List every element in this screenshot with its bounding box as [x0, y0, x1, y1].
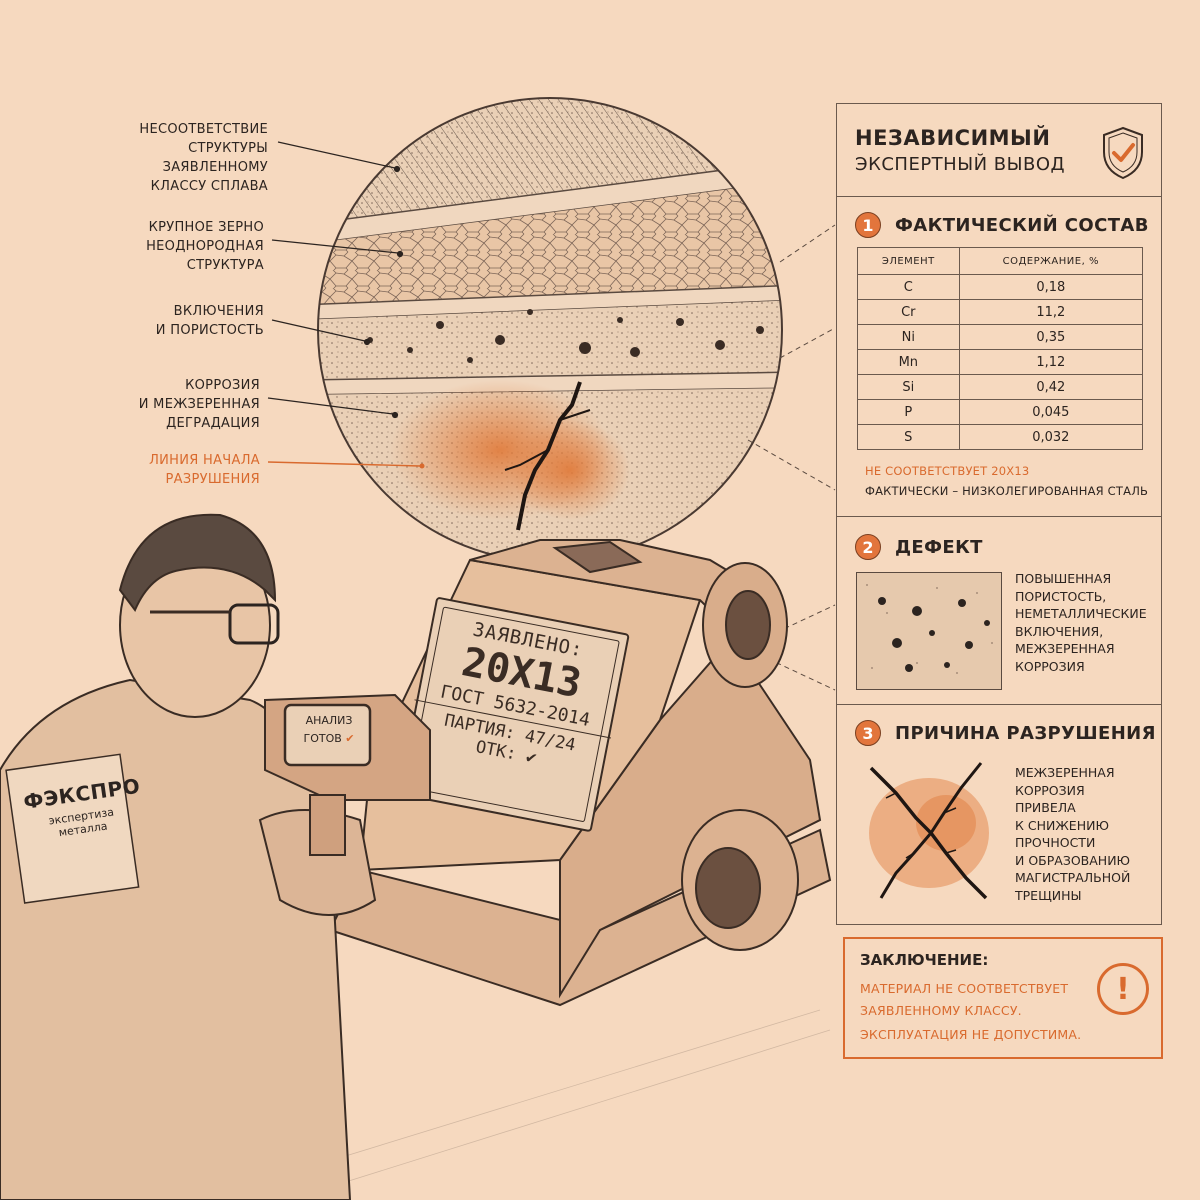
divider [837, 196, 1161, 197]
cell-value: 11,2 [958, 299, 1144, 325]
cell-element: Ni [857, 324, 960, 350]
section-composition: 1 ФАКТИЧЕСКИЙ СОСТАВ [855, 212, 1149, 238]
conclusion-line: ЗАЯВЛЕННОМУ КЛАССУ. [860, 1003, 1022, 1018]
panel-title: НЕЗАВИСИМЫЙ ЭКСПЕРТНЫЙ ВЫВОД [855, 126, 1066, 175]
section-title: ФАКТИЧЕСКИЙ СОСТАВ [895, 214, 1149, 236]
cell-value: 0,032 [958, 424, 1144, 450]
shield-check-icon [1103, 126, 1143, 180]
section-number: 2 [855, 534, 881, 560]
cell-element: P [857, 399, 960, 425]
section-title: ПРИЧИНА РАЗРУШЕНИЯ [895, 722, 1156, 744]
device-status-line1: АНАЛИЗ [305, 714, 353, 727]
column-header-element: ЭЛЕМЕНТ [857, 247, 960, 275]
table-header-row: ЭЛЕМЕНТ СОДЕРЖАНИЕ, % [857, 247, 1144, 275]
composition-mismatch-note: НЕ СООТВЕТСТВУЕТ 20Х13 [865, 464, 1030, 478]
section-defect: 2 ДЕФЕКТ [855, 534, 983, 560]
microstructure-circle [318, 98, 782, 562]
conclusion-title: ЗАКЛЮЧЕНИЕ: [860, 951, 989, 969]
column-header-content: СОДЕРЖАНИЕ, % [958, 247, 1144, 275]
section-number: 1 [855, 212, 881, 238]
conclusion-box: ЗАКЛЮЧЕНИЕ: МАТЕРИАЛ НЕ СООТВЕТСТВУЕТ ЗА… [843, 937, 1163, 1059]
expert-conclusion-panel: НЕЗАВИСИМЫЙ ЭКСПЕРТНЫЙ ВЫВОД 1 ФАКТИЧЕСК… [836, 103, 1162, 925]
cell-element: Mn [857, 349, 960, 375]
composition-actual-note: ФАКТИЧЕСКИ – НИЗКОЛЕГИРОВАННАЯ СТАЛЬ [865, 484, 1149, 498]
conclusion-line: МАТЕРИАЛ НЕ СООТВЕТСТВУЕТ [860, 981, 1069, 996]
cell-value: 0,18 [958, 274, 1144, 300]
defect-porosity-image [856, 572, 1002, 690]
cell-value: 0,045 [958, 399, 1144, 425]
cell-element: C [857, 274, 960, 300]
divider [837, 704, 1161, 705]
section-number: 3 [855, 720, 881, 746]
marking-plate [398, 597, 630, 832]
section-failure-cause: 3 ПРИЧИНА РАЗРУШЕНИЯ [855, 720, 1156, 746]
cell-value: 0,35 [958, 324, 1144, 350]
exclamation-icon: ! [1097, 963, 1149, 1015]
cell-value: 1,12 [958, 349, 1144, 375]
section-title: ДЕФЕКТ [895, 536, 983, 558]
cell-element: Cr [857, 299, 960, 325]
conclusion-line: ЭКСПЛУАТАЦИЯ НЕ ДОПУСТИМА. [860, 1027, 1082, 1042]
device-screen: АНАЛИЗ ГОТОВ ✔ [290, 712, 368, 748]
device-status-line2: ГОТОВ ✔ [303, 732, 355, 745]
cell-element: Si [857, 374, 960, 400]
divider [837, 516, 1161, 517]
cell-element: S [857, 424, 960, 450]
cell-value: 0,42 [958, 374, 1144, 400]
crack-image [856, 758, 1002, 908]
